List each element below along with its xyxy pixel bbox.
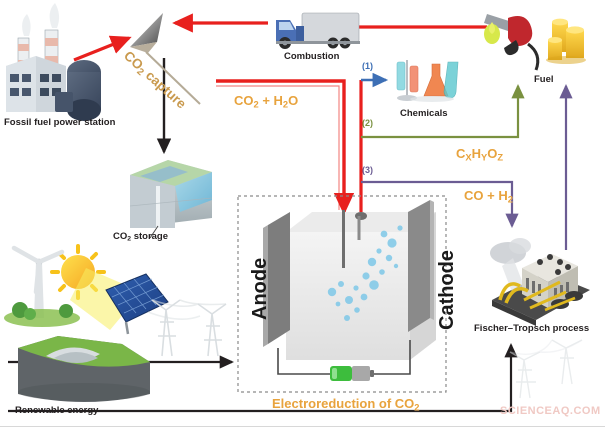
- label-anode: Anode: [249, 257, 271, 320]
- co2-capture-funnel-icon: [130, 13, 201, 105]
- watermark: SCIENCEAQ.COM: [500, 405, 601, 417]
- connector-branch-3-fischer: [361, 180, 519, 228]
- fischer-tropsch-icon: [490, 238, 590, 326]
- label-renewable-energy: Renewable energy: [15, 405, 99, 416]
- fossil-fuel-power-station-icon: [6, 3, 101, 121]
- label-chemicals: Chemicals: [400, 108, 448, 119]
- fuel-icon: [484, 14, 586, 71]
- edge-label-co-h2: CO + H2: [464, 188, 513, 205]
- combustion-truck-icon: [276, 12, 360, 49]
- branch-number-3: (3): [362, 165, 373, 175]
- label-fossil-fuel-power-station: Fossil fuel power station: [4, 117, 116, 128]
- branch-number-2: (2): [362, 118, 373, 128]
- label-fischer-tropsch-process: Fischer–Tropsch process: [474, 323, 590, 334]
- label-fuel: Fuel: [534, 74, 554, 85]
- connector-bottom-bus-to-fischer: [8, 343, 518, 413]
- edge-label-cxhyoz: CXHYOZ: [456, 146, 504, 163]
- co2-storage-icon: [129, 160, 213, 239]
- electrochemical-cell-icon: [237, 195, 447, 393]
- branch-number-1: (1): [362, 61, 373, 71]
- label-cathode: Cathode: [436, 250, 458, 330]
- label-co2-storage: CO2 storage: [113, 231, 169, 243]
- coins-icon: [546, 18, 586, 64]
- renewable-energy-icon: [4, 244, 583, 402]
- connector-co2-h2o-to-cell: [216, 79, 355, 216]
- label-electroreduction: Electroreduction of CO2: [272, 396, 420, 413]
- label-combustion: Combustion: [284, 51, 340, 62]
- edge-label-co2-h2o: CO2 + H2O: [234, 93, 299, 110]
- connector-powerstation-to-funnel: [73, 35, 132, 62]
- chemicals-icon: [396, 60, 459, 102]
- connector-branch-2-fuel: [361, 84, 525, 139]
